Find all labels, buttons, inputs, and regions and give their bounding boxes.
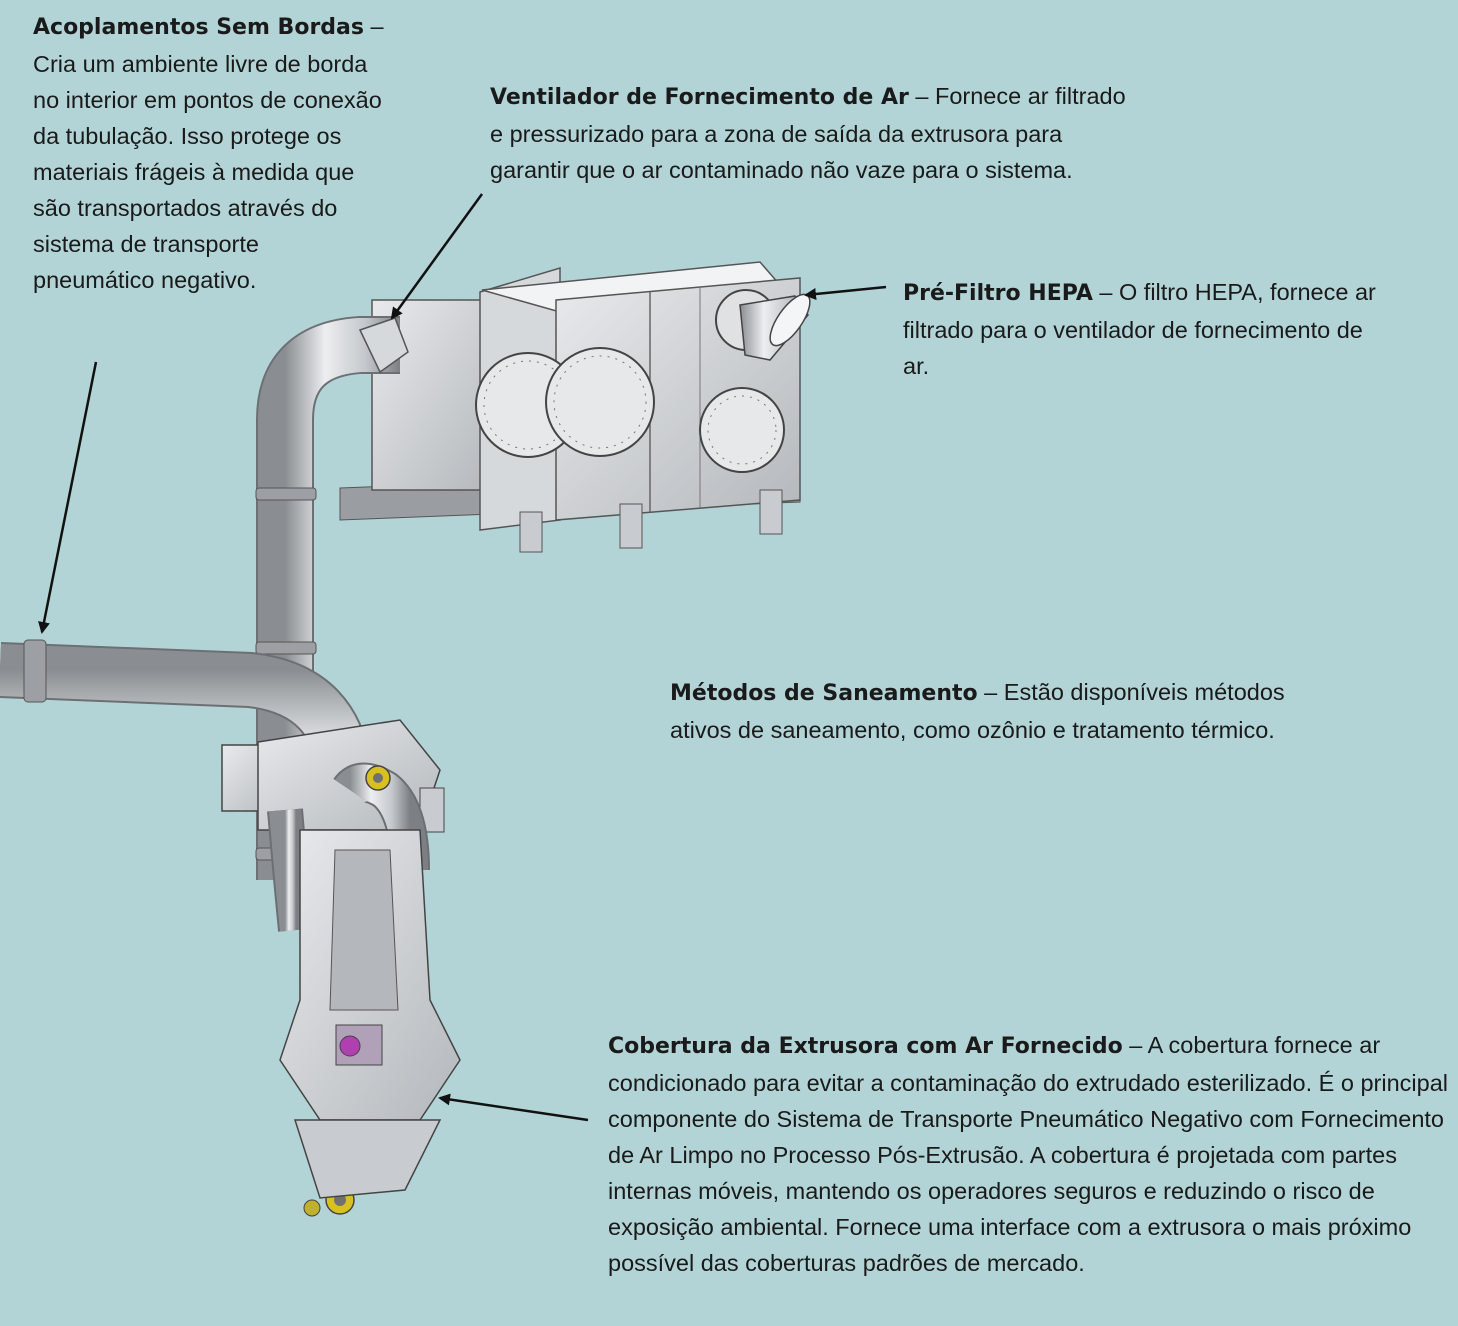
air-handling-unit [339, 261, 811, 553]
callout-metodos-title: Métodos de Saneamento [670, 681, 978, 706]
callout-acoplamentos-dash: – [363, 13, 384, 39]
callout-prefiltro-dash: – [1092, 279, 1119, 305]
callout-ventilador: Ventilador de Fornecimento de Ar – Forne… [490, 78, 1130, 188]
callout-cobertura-dash: – [1122, 1032, 1148, 1058]
callout-ventilador-body: Fornece ar filtrado e pressurizado para … [490, 83, 1126, 183]
callout-prefiltro-title: Pré-Filtro HEPA [903, 281, 1093, 306]
leader-acoplamentos [38, 361, 98, 634]
callout-metodos-body: Estão disponíveis métodos ativos de sane… [670, 679, 1285, 743]
riser-pipe [255, 316, 409, 880]
callout-cobertura: Cobertura da Extrusora com Ar Fornecido … [608, 1027, 1453, 1281]
callout-ventilador-title: Ventilador de Fornecimento de Ar [490, 85, 909, 110]
leader-cobertura [438, 1093, 589, 1122]
leader-lines [38, 193, 887, 1122]
callout-cobertura-title: Cobertura da Extrusora com Ar Fornecido [608, 1034, 1123, 1059]
callout-metodos-dash: – [977, 679, 1004, 705]
callout-acoplamentos-body: Cria um ambiente livre de borda no inter… [33, 51, 382, 293]
extruder-hood-assembly [221, 719, 461, 1217]
callout-acoplamentos-title: Acoplamentos Sem Bordas [33, 15, 364, 40]
callout-prefiltro: Pré-Filtro HEPA – O filtro HEPA, fornece… [903, 274, 1383, 384]
callout-prefiltro-body: O filtro HEPA, fornece ar filtrado para … [903, 279, 1376, 379]
callout-acoplamentos: Acoplamentos Sem Bordas – Cria um ambien… [33, 8, 453, 298]
leader-prefiltro [804, 285, 887, 300]
leader-ventilador [390, 193, 484, 320]
callout-cobertura-body: A cobertura fornece ar condicionado para… [608, 1032, 1448, 1276]
callout-ventilador-dash: – [908, 83, 935, 109]
callout-metodos: Métodos de Saneamento – Estão disponívei… [670, 674, 1310, 748]
